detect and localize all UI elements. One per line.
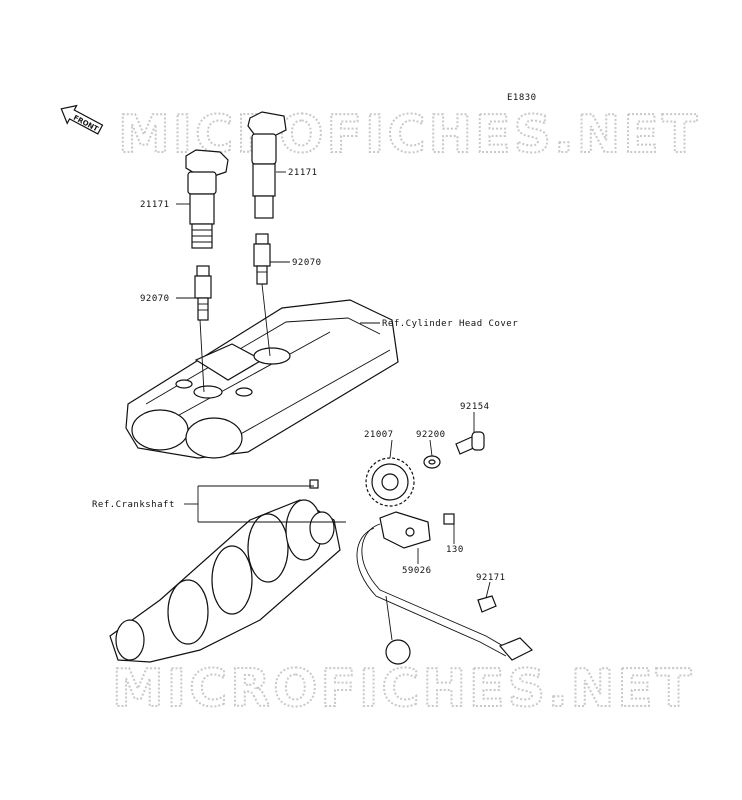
washer-bolt xyxy=(455,431,485,455)
leader-lines xyxy=(176,171,491,599)
callout-washer-bolt: 92154 xyxy=(460,402,490,412)
diagram-code: E1830 xyxy=(507,93,537,103)
spark-plug-right xyxy=(253,233,271,285)
callout-rotor: 21007 xyxy=(364,430,394,440)
callout-washer: 92200 xyxy=(416,430,446,440)
callout-coil-left: 21171 xyxy=(140,200,170,210)
callout-bolt-130: 130 xyxy=(446,545,464,555)
watermark-bottom: MICROFICHES.NET xyxy=(112,659,694,719)
callout-plug-right: 92070 xyxy=(292,258,322,268)
callout-coil-right: 21171 xyxy=(288,168,318,178)
spark-plug-left xyxy=(194,265,212,321)
ignition-coil-right xyxy=(247,111,287,219)
ignition-coil-left xyxy=(185,149,229,249)
cylinder-head-cover xyxy=(125,299,399,459)
callout-clamp: 92171 xyxy=(476,573,506,583)
callout-sensor: 59026 xyxy=(402,566,432,576)
washer xyxy=(423,455,441,469)
callout-cylinder-head-cover: Ref.Cylinder Head Cover xyxy=(382,319,518,329)
timing-rotor xyxy=(365,457,415,507)
crankshaft xyxy=(109,479,341,663)
crank-sensor xyxy=(356,511,534,665)
front-arrow-icon: FRONT xyxy=(60,104,104,135)
callout-crankshaft: Ref.Crankshaft xyxy=(92,500,175,510)
callout-plug-left: 92070 xyxy=(140,294,170,304)
